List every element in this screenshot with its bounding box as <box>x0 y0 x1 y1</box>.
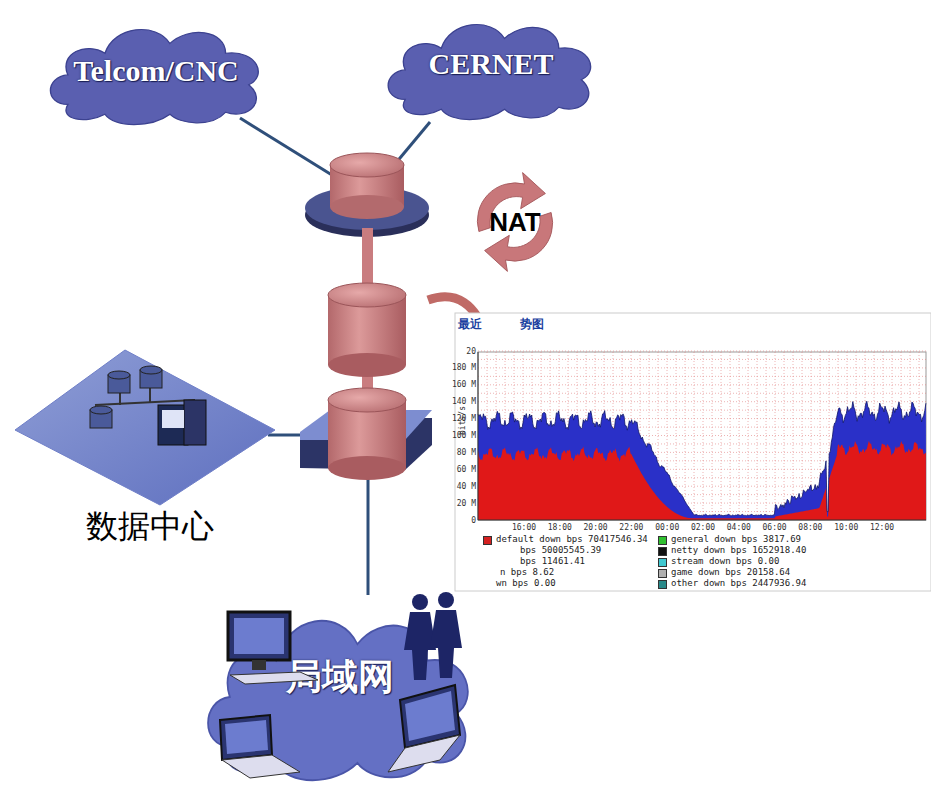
x-tick: 02:00 <box>691 523 715 532</box>
y-tick: 120 M <box>452 414 476 423</box>
node-label: Telcom/CNC <box>73 54 239 88</box>
x-tick: 18:00 <box>548 523 572 532</box>
y-tick: 100 M <box>452 431 476 440</box>
chart-title: 最近 <box>458 316 482 333</box>
server-cylinder <box>328 283 406 377</box>
node-label: CERNET <box>428 47 553 81</box>
y-tick: 140 M <box>452 397 476 406</box>
switch-icon <box>300 388 432 480</box>
legend-value: wn bps 0.00 <box>496 578 556 588</box>
legend-swatch <box>658 536 667 545</box>
link-bar <box>362 228 373 290</box>
legend-text: stream down bps 0.00 <box>671 556 779 566</box>
legend-value: bps 11461.41 <box>520 556 585 566</box>
y-tick: 0 <box>471 516 476 525</box>
y-tick: 20 <box>466 347 476 356</box>
network-wire <box>240 118 430 595</box>
y-tick: 160 M <box>452 380 476 389</box>
x-tick: 10:00 <box>834 523 858 532</box>
legend-swatch <box>658 580 667 589</box>
x-tick: 06:00 <box>763 523 787 532</box>
x-tick: 04:00 <box>727 523 751 532</box>
legend-swatch <box>658 569 667 578</box>
node-label: 局域网 <box>286 653 394 702</box>
x-tick: 00:00 <box>655 523 679 532</box>
legend-swatch <box>658 558 667 567</box>
legend-swatch <box>658 547 667 556</box>
network-node: Telcom/CNC <box>40 10 272 128</box>
node-label: 数据中心 <box>86 505 214 549</box>
y-tick: 60 M <box>457 465 476 474</box>
y-tick: 180 M <box>452 363 476 372</box>
legend-value: n bps 8.62 <box>500 567 554 577</box>
y-tick: 20 M <box>457 499 476 508</box>
legend-text: general down bps 3817.69 <box>671 534 801 544</box>
network-node: CERNET <box>378 5 604 123</box>
legend-text: game down bps 20158.64 <box>671 567 790 577</box>
x-tick: 12:00 <box>870 523 894 532</box>
legend-text: other down bps 2447936.94 <box>671 578 806 588</box>
x-tick: 22:00 <box>619 523 643 532</box>
legend-swatch <box>483 536 492 545</box>
legend-text: netty down bps 1652918.40 <box>671 545 806 555</box>
network-node: 数据中心 <box>30 505 270 549</box>
x-tick: 20:00 <box>584 523 608 532</box>
legend-value: bps 50005545.39 <box>520 545 601 555</box>
chart-title: 势图 <box>520 316 544 333</box>
y-tick: 80 M <box>457 448 476 457</box>
legend-text: default down bps 70417546.34 <box>496 534 648 544</box>
network-node: 局域网 <box>195 588 485 786</box>
datacenter-illustration <box>15 350 275 505</box>
router-icon <box>305 153 429 237</box>
x-tick: 08:00 <box>798 523 822 532</box>
network-node: NAT <box>458 165 572 279</box>
y-tick: 40 M <box>457 482 476 491</box>
node-label: NAT <box>489 207 541 238</box>
x-tick: 16:00 <box>512 523 536 532</box>
